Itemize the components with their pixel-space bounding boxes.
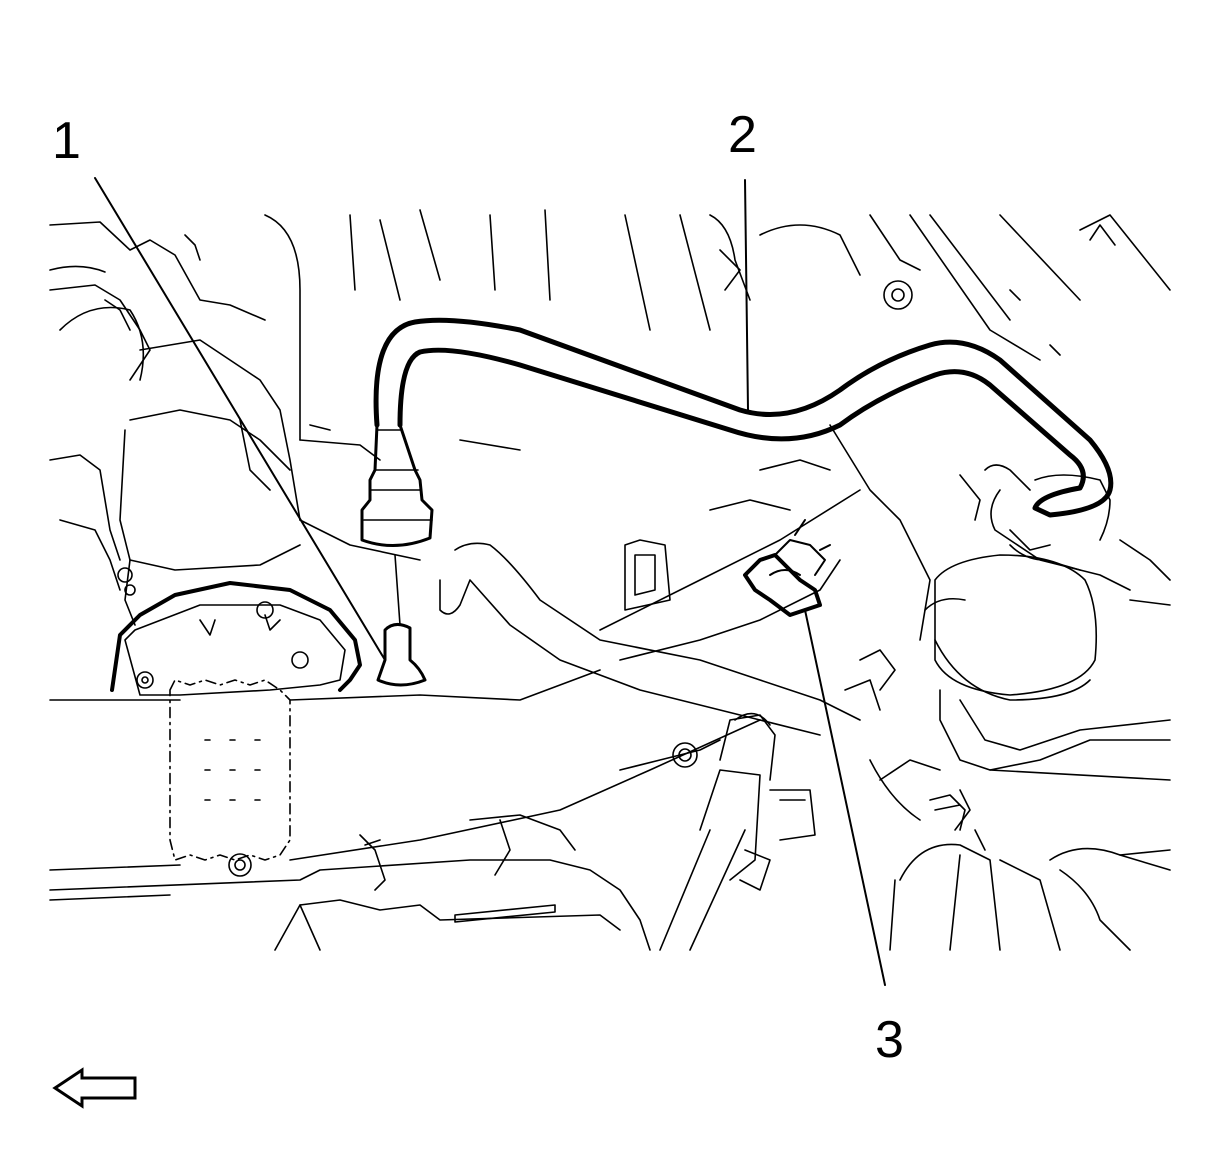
callout-2: 2 xyxy=(728,106,757,164)
engine-plate-outline xyxy=(110,581,362,692)
callout-3: 3 xyxy=(875,1011,904,1069)
hose-connector xyxy=(376,623,427,687)
highlighted-components xyxy=(110,317,1114,696)
leader-line-1 xyxy=(94,177,386,661)
coolant-hose xyxy=(373,317,1114,518)
engine-bay-background xyxy=(49,209,1171,951)
leader-line-2 xyxy=(744,179,749,411)
callout-labels: 1 2 3 xyxy=(52,106,904,1069)
callout-1: 1 xyxy=(52,112,81,170)
hose-fitting xyxy=(360,423,434,548)
left-arrow-icon xyxy=(52,1067,137,1109)
leader-line-3 xyxy=(804,609,886,986)
leader-line-1b xyxy=(394,554,401,626)
leader-lines xyxy=(94,177,886,986)
hose-clip xyxy=(743,553,822,617)
